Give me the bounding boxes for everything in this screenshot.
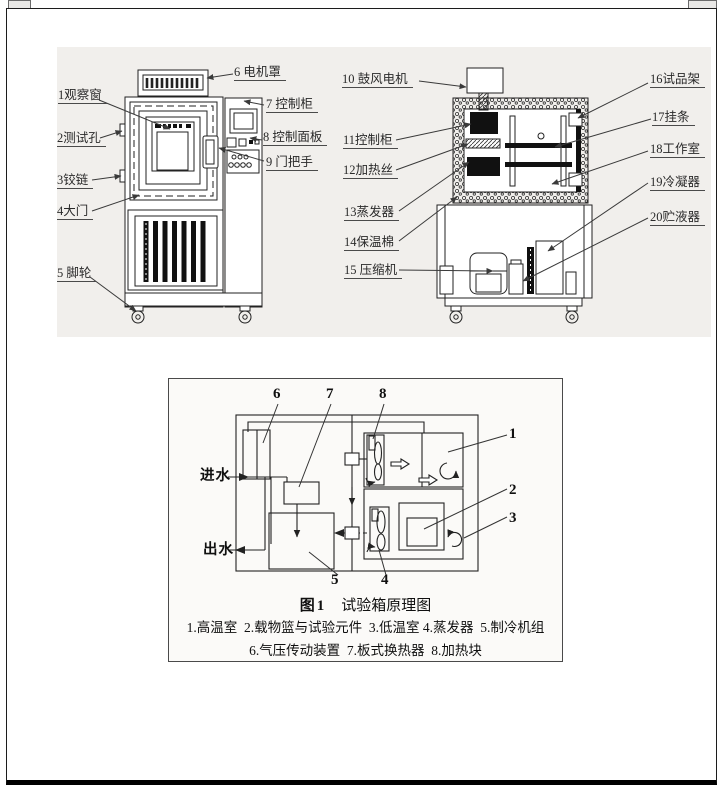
label-hinge: 3铰链 <box>57 173 94 190</box>
schematic-figure-panel: 6 7 8 1 2 3 5 4 进水 出水 图1 试验箱原理图 1.高温室 2.载… <box>168 378 563 662</box>
legend-line-1: 1.高温室 2.载物篮与试验元件 3.低温室 4.蒸发器 5.制冷机组 <box>186 620 545 635</box>
callout-6: 6 <box>273 386 281 402</box>
label-evaporator: 13蒸发器 <box>344 205 400 222</box>
label-test-hole: 2测试孔 <box>57 131 106 148</box>
label-observation-window: 1观察窗 <box>58 88 107 105</box>
label-control-cabinet-2: 11控制柜 <box>343 133 398 150</box>
label-blower-motor: 10 鼓风电机 <box>342 72 413 89</box>
base-frame-shape <box>124 292 263 307</box>
specimen-rack-shape <box>509 115 516 187</box>
schematic-drawing <box>228 403 508 576</box>
callout-1: 1 <box>509 426 517 442</box>
label-door: 4大门 <box>57 204 94 221</box>
control-cabinet-shape <box>470 112 498 134</box>
label-caster: 5 脚轮 <box>57 266 97 283</box>
label-motor-cover: 6 电机罩 <box>234 65 286 82</box>
liquid-receiver-shape <box>508 263 524 295</box>
label-compressor: 15 压缩机 <box>344 263 403 280</box>
label-heating-wire: 12加热丝 <box>343 163 399 180</box>
high-temp-room-shape <box>363 432 464 488</box>
equipment-figure-panel: 1观察窗 2测试孔 3铰链 4大门 5 脚轮 6 电机罩 7 控制柜 8 控制面… <box>57 47 711 337</box>
front-view-drawing <box>119 69 263 324</box>
label-control-cabinet: 7 控制柜 <box>266 97 318 114</box>
label-door-handle: 9 门把手 <box>266 155 318 172</box>
water-inlet-label: 进水 <box>200 468 231 484</box>
label-control-panel: 8 控制面板 <box>263 130 328 147</box>
control-knobs <box>228 154 252 168</box>
callout-4: 4 <box>381 572 389 588</box>
figure-title: 试验箱原理图 <box>341 598 432 614</box>
figure-caption: 图1 试验箱原理图 <box>169 594 562 615</box>
label-hanging-strip: 17挂条 <box>652 110 695 127</box>
caster-wheels-section <box>449 305 579 324</box>
plate-heat-exchanger-shape <box>283 481 320 505</box>
page-border <box>6 8 717 785</box>
callout-7: 7 <box>326 386 334 402</box>
label-liquid-receiver: 20贮液器 <box>650 210 706 227</box>
callout-2: 2 <box>509 482 517 498</box>
section-view-drawing <box>436 67 593 324</box>
blower-motor-shape <box>466 67 504 94</box>
equipment-drawing <box>89 67 652 324</box>
heating-wire-shape <box>465 138 501 149</box>
heater-block-shape <box>368 435 376 451</box>
callout-3: 3 <box>509 510 517 526</box>
label-specimen-rack: 16试品架 <box>650 72 706 89</box>
chamber-outline-shape <box>235 414 479 572</box>
callout-8: 8 <box>379 386 387 402</box>
figure-number: 图1 <box>299 598 327 614</box>
water-outlet-label: 出水 <box>203 542 234 558</box>
label-working-chamber: 18工作室 <box>650 142 706 159</box>
label-condenser: 19冷凝器 <box>650 175 706 192</box>
schematic-leader-lines <box>262 403 508 576</box>
evaporator-shape <box>467 157 500 176</box>
evaporator-fan-shape <box>376 510 386 534</box>
low-temp-room-shape <box>363 488 464 560</box>
specimen-basket-shape <box>398 502 445 551</box>
observation-window-shape <box>151 121 195 172</box>
legend-line-2: 6.气压传动装置 7.板式换热器 8.加热块 <box>249 643 482 658</box>
caster-wheels-front <box>131 305 252 324</box>
label-insulation: 14保温棉 <box>344 235 400 252</box>
callout-leader-lines <box>89 73 652 312</box>
test-hole-shape <box>119 123 126 137</box>
motor-cover-vents <box>145 78 199 88</box>
refrigeration-unit-shape <box>268 512 335 570</box>
callout-5: 5 <box>331 572 339 588</box>
